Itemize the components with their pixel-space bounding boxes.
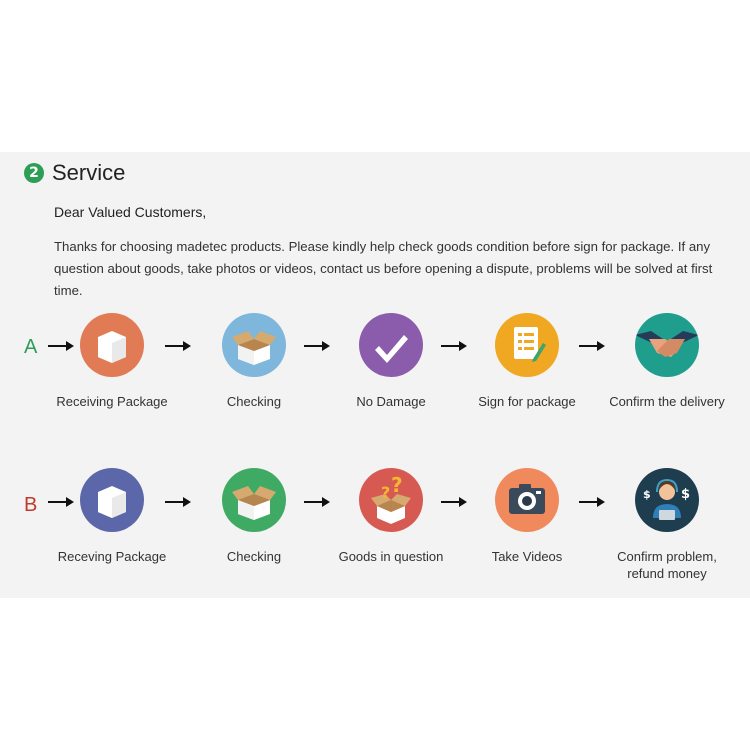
- step-label: Checking: [226, 549, 282, 564]
- svg-text:?: ?: [391, 473, 403, 497]
- step-label: Receving Package: [57, 549, 167, 564]
- checkmark-icon: [359, 313, 423, 377]
- flow-arrow: [165, 341, 191, 351]
- section-number-badge: 2: [24, 163, 44, 183]
- flow-arrow: [48, 497, 74, 507]
- flow-step: Sign for package: [457, 313, 597, 410]
- flow-step: No Damage: [321, 313, 461, 410]
- open-box-icon: [222, 468, 286, 532]
- svg-text:$: $: [643, 488, 651, 501]
- step-label: Goods in question: [338, 549, 444, 564]
- section-title: Service: [52, 160, 126, 185]
- greeting-text: Dear Valued Customers,: [54, 204, 207, 220]
- flow-step: Take Videos: [457, 468, 597, 565]
- flow-step: $$Confirm problem,refund money: [597, 468, 737, 582]
- question-box-icon: ??: [359, 468, 423, 532]
- svg-text:$: $: [681, 487, 690, 502]
- flow-arrow: [441, 497, 467, 507]
- flow-arrow: [48, 341, 74, 351]
- document-sign-icon: [495, 313, 559, 377]
- intro-text: Thanks for choosing madetec products. Pl…: [54, 239, 713, 298]
- flow-step: Checking: [184, 468, 324, 565]
- package-icon: [80, 468, 144, 532]
- flow-step: Checking: [184, 313, 324, 410]
- step-label: No Damage: [356, 394, 426, 409]
- svg-text:?: ?: [381, 483, 390, 502]
- support-agent-icon: $$: [635, 468, 699, 532]
- open-box-icon: [222, 313, 286, 377]
- package-icon: [80, 313, 144, 377]
- flow-arrow: [579, 497, 605, 507]
- step-label: Checking: [226, 394, 282, 409]
- flow-step: Receving Package: [42, 468, 182, 565]
- camera-icon: [495, 468, 559, 532]
- flow-step: Confirm the delivery: [597, 313, 737, 410]
- step-label: Sign for package: [478, 394, 576, 409]
- flow-arrow: [165, 497, 191, 507]
- step-label: Confirm the delivery: [609, 394, 725, 409]
- flow-step: ?? Goods in question: [321, 468, 461, 565]
- row-a-letter: A: [24, 336, 38, 358]
- flow-step: Receiving Package: [42, 313, 182, 410]
- step-label: Receiving Package: [56, 394, 168, 409]
- flow-arrow: [579, 341, 605, 351]
- flow-arrow: [304, 341, 330, 351]
- row-b-letter: B: [24, 494, 38, 516]
- step-label: Take Videos: [491, 549, 563, 564]
- flow-arrow: [304, 497, 330, 507]
- step-label: Confirm problem,refund money: [617, 549, 717, 581]
- handshake-icon: [635, 313, 699, 377]
- section-header: 2 Service: [24, 159, 125, 187]
- flow-arrow: [441, 341, 467, 351]
